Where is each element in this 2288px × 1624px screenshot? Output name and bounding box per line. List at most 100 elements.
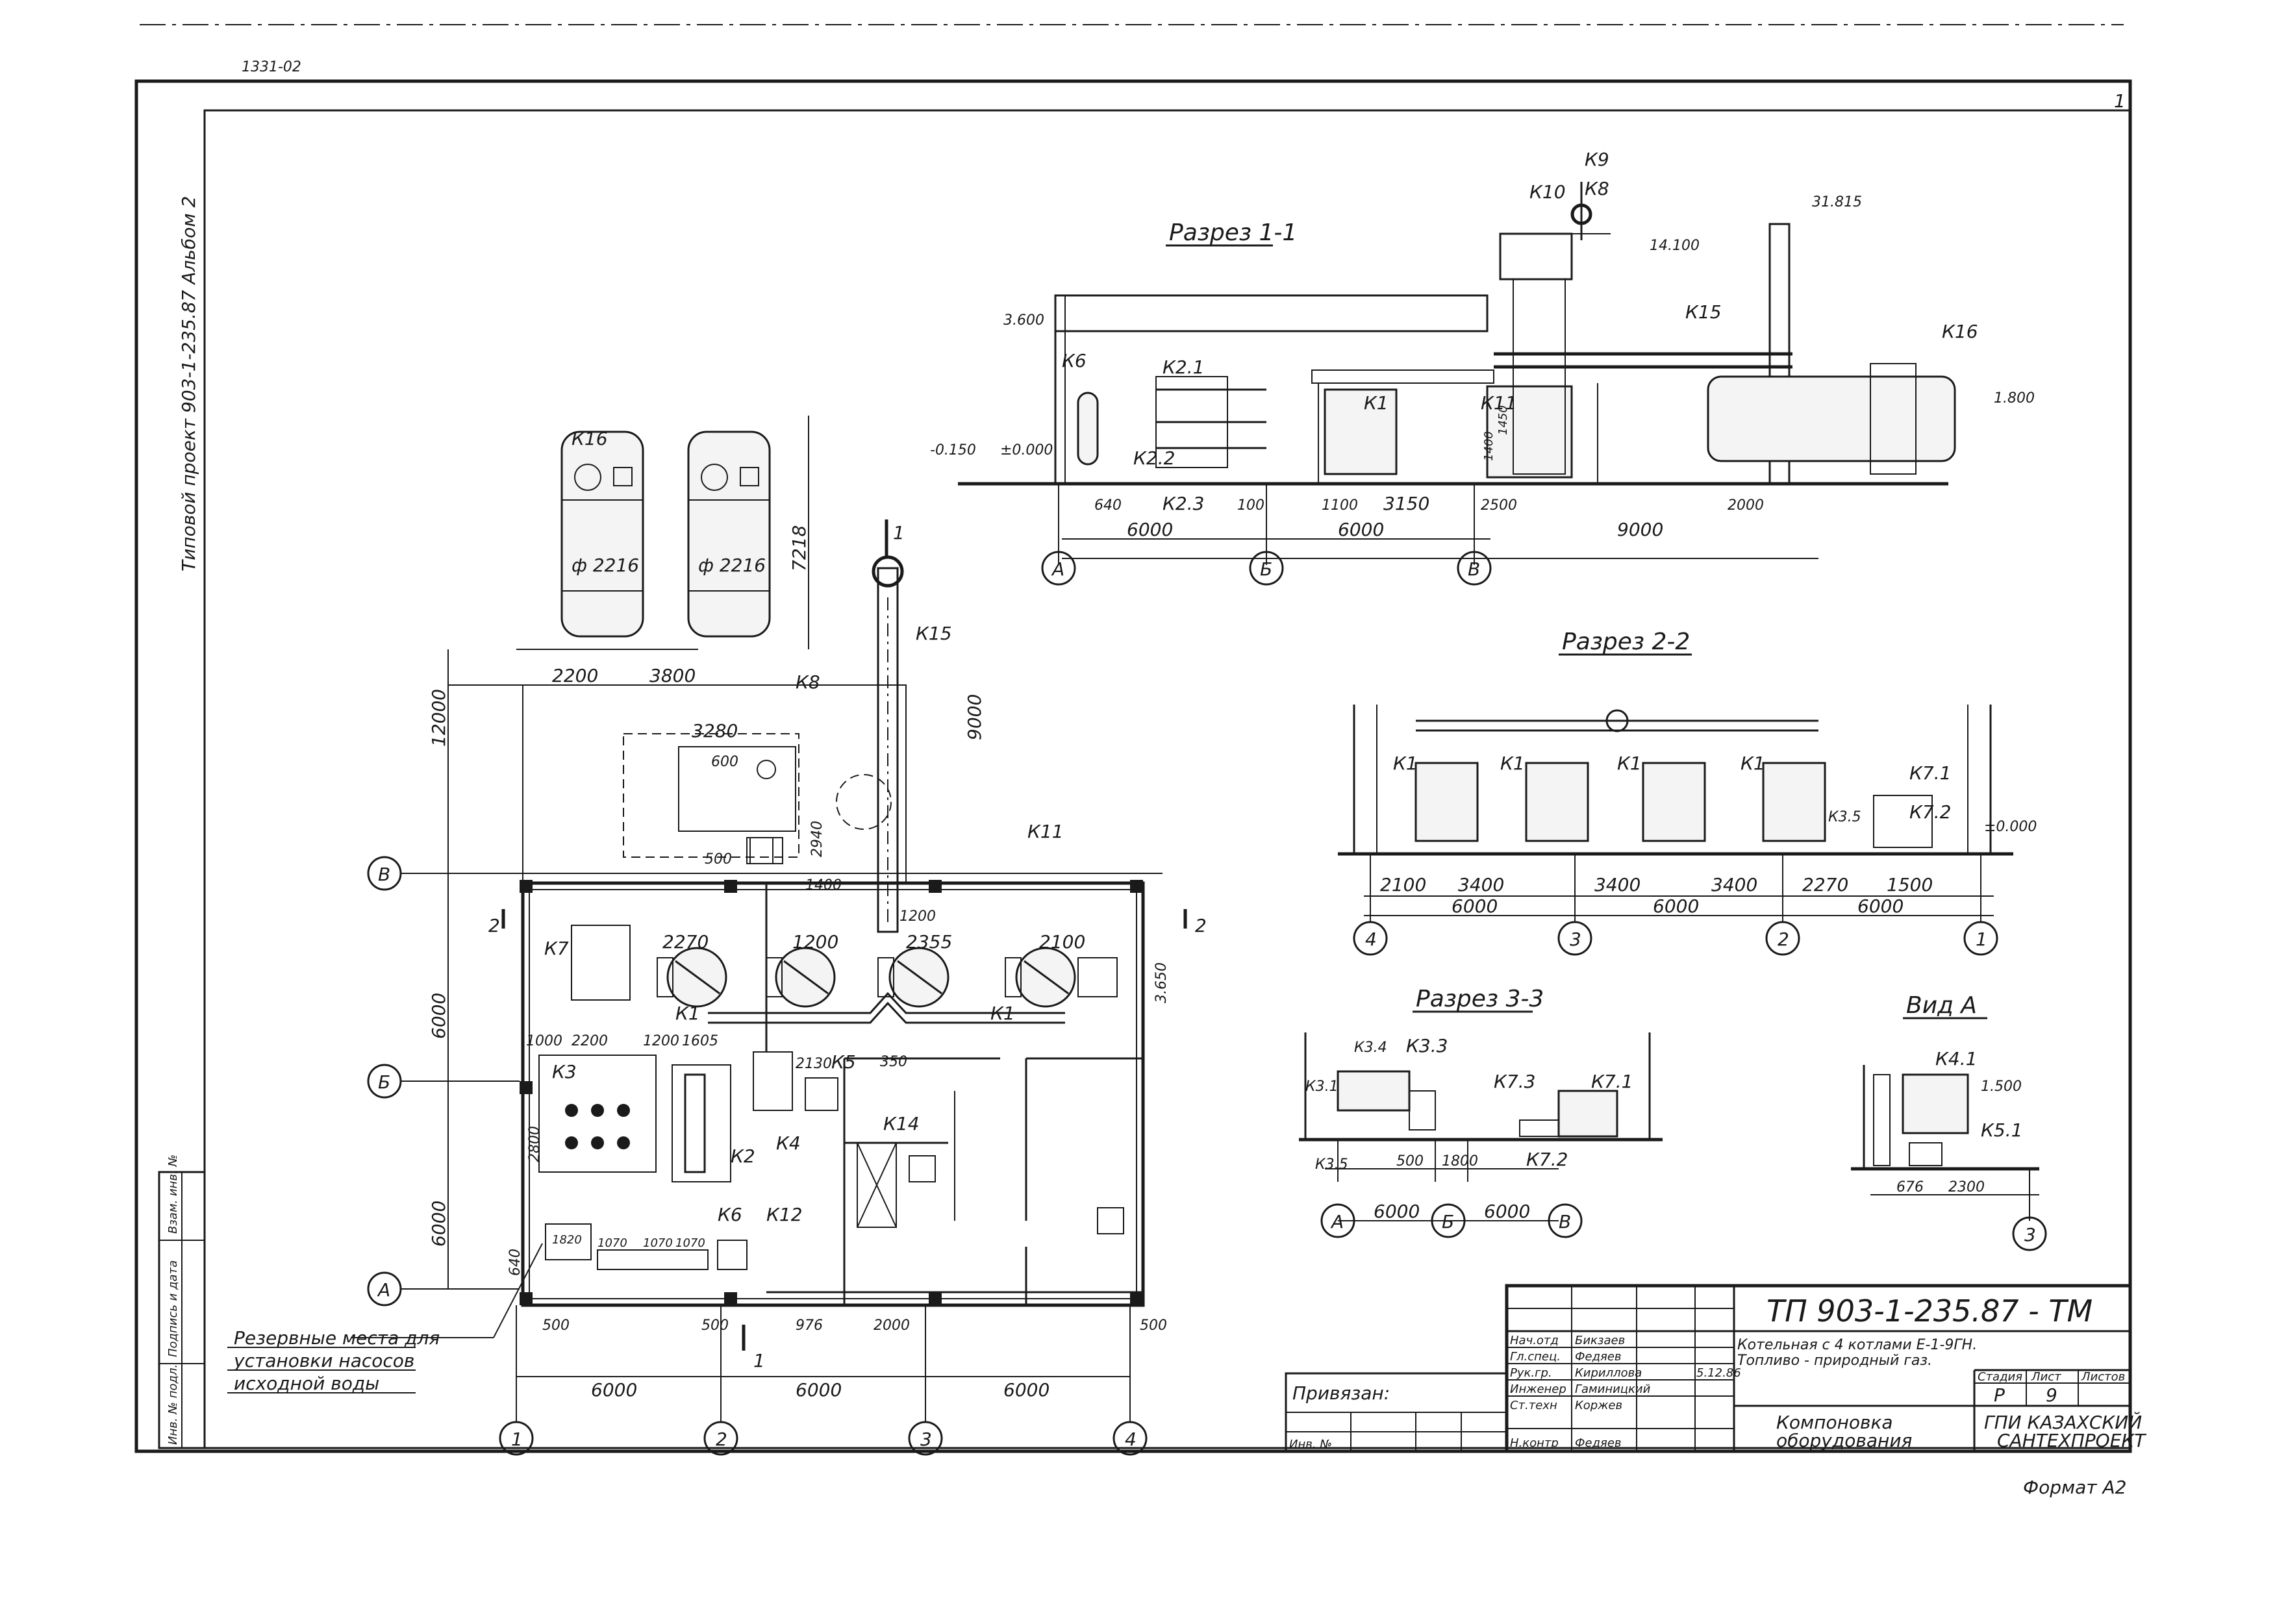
dim-d1200b-plan: 1200 <box>643 1033 679 1049</box>
axis-label-3-plan: 3 <box>920 1429 932 1450</box>
plan-view <box>351 519 1187 1422</box>
axis-bubble-b-s33 <box>1431 1203 1466 1238</box>
side-field-inv: Инв. № подл. <box>166 1364 180 1445</box>
dim-d500-plan-br: 500 <box>1140 1318 1167 1334</box>
label-k1-s22-d: К1 <box>1741 753 1765 774</box>
name-1: Федяев <box>1575 1350 1622 1364</box>
dim-d2270-s22: 2270 <box>1802 874 1848 895</box>
dim-d6000-bot1: 6000 <box>591 1379 637 1401</box>
axis-bubble-b-s11 <box>1249 551 1284 586</box>
dim-d6000-s22b: 6000 <box>1653 895 1699 917</box>
sheets-header: Листов <box>2081 1370 2125 1384</box>
dim-d500-plan: 500 <box>705 851 732 868</box>
dim-d3650: 3.650 <box>1153 962 1170 1003</box>
dim-d100-s11: 100 <box>1237 497 1264 514</box>
label-k71-s33: К7.1 <box>1591 1071 1633 1092</box>
dim-d1450-s11: 1450 <box>1496 405 1510 435</box>
axis-label-3-viewa: 3 <box>2024 1224 2036 1245</box>
dim-d6000-left1: 6000 <box>428 993 449 1039</box>
label-k1-s22-a: К1 <box>1393 753 1418 774</box>
role-1: Гл.спец. <box>1510 1350 1561 1364</box>
section-3-3-title: Разрез 3-3 <box>1416 986 1544 1012</box>
stage-header: Стадия <box>1978 1370 2022 1384</box>
sheet-frame <box>134 24 2132 1453</box>
dim-d2100-s22: 2100 <box>1380 874 1426 895</box>
label-k41-viewa: К4.1 <box>1935 1048 1977 1069</box>
dim-d1820: 1820 <box>552 1233 582 1247</box>
stage-value: Р <box>1994 1384 2005 1406</box>
elev-m0150: -0.150 <box>930 442 976 458</box>
section-mark-2-left: 2 <box>488 915 500 936</box>
section-3-3 <box>1299 1032 1663 1221</box>
dim-d3800: 3800 <box>649 665 696 686</box>
dim-d7218: 7218 <box>788 525 810 571</box>
top-stamp: 1331-02 <box>242 59 301 75</box>
axis-bubble-a-s11 <box>1041 551 1076 586</box>
axis-bubble-4-plan <box>1113 1421 1148 1456</box>
section-1-1-title: Разрез 1-1 <box>1169 219 1297 246</box>
axis-bubble-1-s22 <box>1963 921 1998 956</box>
sheet-title-1: Компоновка <box>1776 1412 1893 1433</box>
plan-boilers <box>657 947 1118 1024</box>
dim-d2200-top: 2200 <box>552 665 598 686</box>
dim-d6000-s11a: 6000 <box>1127 519 1173 540</box>
role-0: Нач.отд <box>1510 1334 1559 1347</box>
axis-bubble-v-s33 <box>1548 1203 1583 1238</box>
org-name-1: ГПИ КАЗАХСКИЙ <box>1984 1411 2142 1433</box>
dim-d6000-bot3: 6000 <box>1003 1379 1050 1401</box>
dim-d1070-a: 1070 <box>597 1236 627 1250</box>
label-k35-s33: К3.5 <box>1315 1156 1348 1173</box>
name-4: Коржев <box>1575 1399 1622 1412</box>
dim-d2800: 2800 <box>527 1126 543 1162</box>
dim-d1605: 1605 <box>682 1033 718 1049</box>
dim-d1800-s33: 1800 <box>1442 1153 1478 1169</box>
elev-1800: 1.800 <box>1994 390 2035 406</box>
axis-label-2-s22: 2 <box>1778 929 1789 950</box>
dim-d500-plan-bm: 500 <box>701 1318 729 1334</box>
view-a <box>1851 1065 2039 1221</box>
axis-bubble-2-plan <box>703 1421 738 1456</box>
section-mark-1-top: 1 <box>893 522 905 543</box>
sheet-title-2: оборудования <box>1776 1430 1912 1451</box>
dim-d2270-plan: 2270 <box>662 931 709 953</box>
label-k1-s11: К1 <box>1364 392 1389 414</box>
dim-d2940: 2940 <box>809 821 825 857</box>
dim-d6000-bot2: 6000 <box>796 1379 842 1401</box>
axis-label-2-plan: 2 <box>716 1429 727 1450</box>
dim-d3150-s11: 3150 <box>1383 493 1429 514</box>
label-k11-s11: К11 <box>1481 392 1517 414</box>
dim-d500-s33: 500 <box>1396 1153 1424 1169</box>
axis-bubble-3-plan <box>908 1421 943 1456</box>
dim-d3400-s22a: 3400 <box>1458 874 1504 895</box>
dim-d2000-plan: 2000 <box>874 1318 910 1334</box>
dim-d2500-s11: 2500 <box>1481 497 1517 514</box>
section-mark-2-right: 2 <box>1195 915 1207 936</box>
axis-bubble-v-plan <box>367 856 402 891</box>
label-k8-s11: К8 <box>1585 178 1609 199</box>
label-k51-viewa: К5.1 <box>1981 1119 2022 1141</box>
side-strip <box>158 1171 206 1449</box>
label-k1-plan-a: К1 <box>675 1003 700 1024</box>
doc-desc-2: Топливо - природный газ. <box>1737 1353 1932 1369</box>
dim-d3280: 3280 <box>692 720 738 742</box>
label-k1-plan-b: К1 <box>990 1003 1015 1024</box>
dim-d2355-plan: 2355 <box>906 931 952 953</box>
label-k6-s11: К6 <box>1062 350 1087 371</box>
axis-label-1-s22: 1 <box>1976 929 1987 950</box>
role-5: Н.контр <box>1510 1436 1559 1450</box>
dim-d6000-s22a: 6000 <box>1452 895 1498 917</box>
note-line-1: Резервные места для <box>234 1327 440 1349</box>
dim-d1100-s11: 1100 <box>1322 497 1358 514</box>
label-k7-plan: К7 <box>544 938 569 959</box>
dim-d1270-plan: 1200 <box>792 931 838 953</box>
axis-label-4-plan: 4 <box>1125 1429 1137 1450</box>
section-1-1 <box>958 182 1956 565</box>
elev-3600: 3.600 <box>1003 312 1044 329</box>
role-3: Инженер <box>1510 1382 1566 1396</box>
axis-label-4-s22: 4 <box>1365 929 1377 950</box>
sheet-number-corner: 1 <box>2114 90 2126 112</box>
axis-bubble-a-plan <box>367 1271 402 1306</box>
note-line-3: исходной воды <box>234 1373 379 1394</box>
role-4: Ст.техн <box>1510 1399 1557 1412</box>
